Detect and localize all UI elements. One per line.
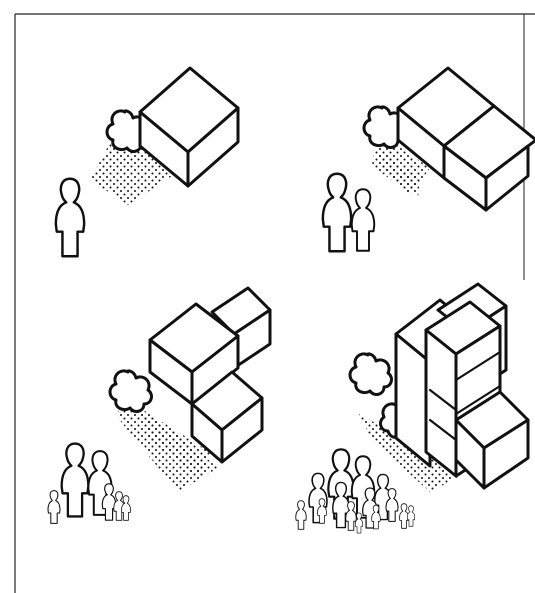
person-icon xyxy=(352,189,375,251)
person-icon xyxy=(323,174,351,251)
person-icon xyxy=(407,506,415,527)
panel-stage-1 xyxy=(56,68,238,256)
person-icon xyxy=(48,491,60,524)
tree-icon xyxy=(350,354,391,395)
panel-stage-2 xyxy=(323,68,535,251)
panel-stage-3 xyxy=(48,288,270,523)
person-icon xyxy=(122,496,131,521)
person-icon xyxy=(56,179,84,256)
panel-stage-4 xyxy=(296,284,528,533)
person-icon xyxy=(296,501,307,530)
person-icon xyxy=(355,513,362,533)
person-icon xyxy=(346,502,357,531)
tree-icon xyxy=(110,371,151,412)
person-icon xyxy=(62,444,89,517)
